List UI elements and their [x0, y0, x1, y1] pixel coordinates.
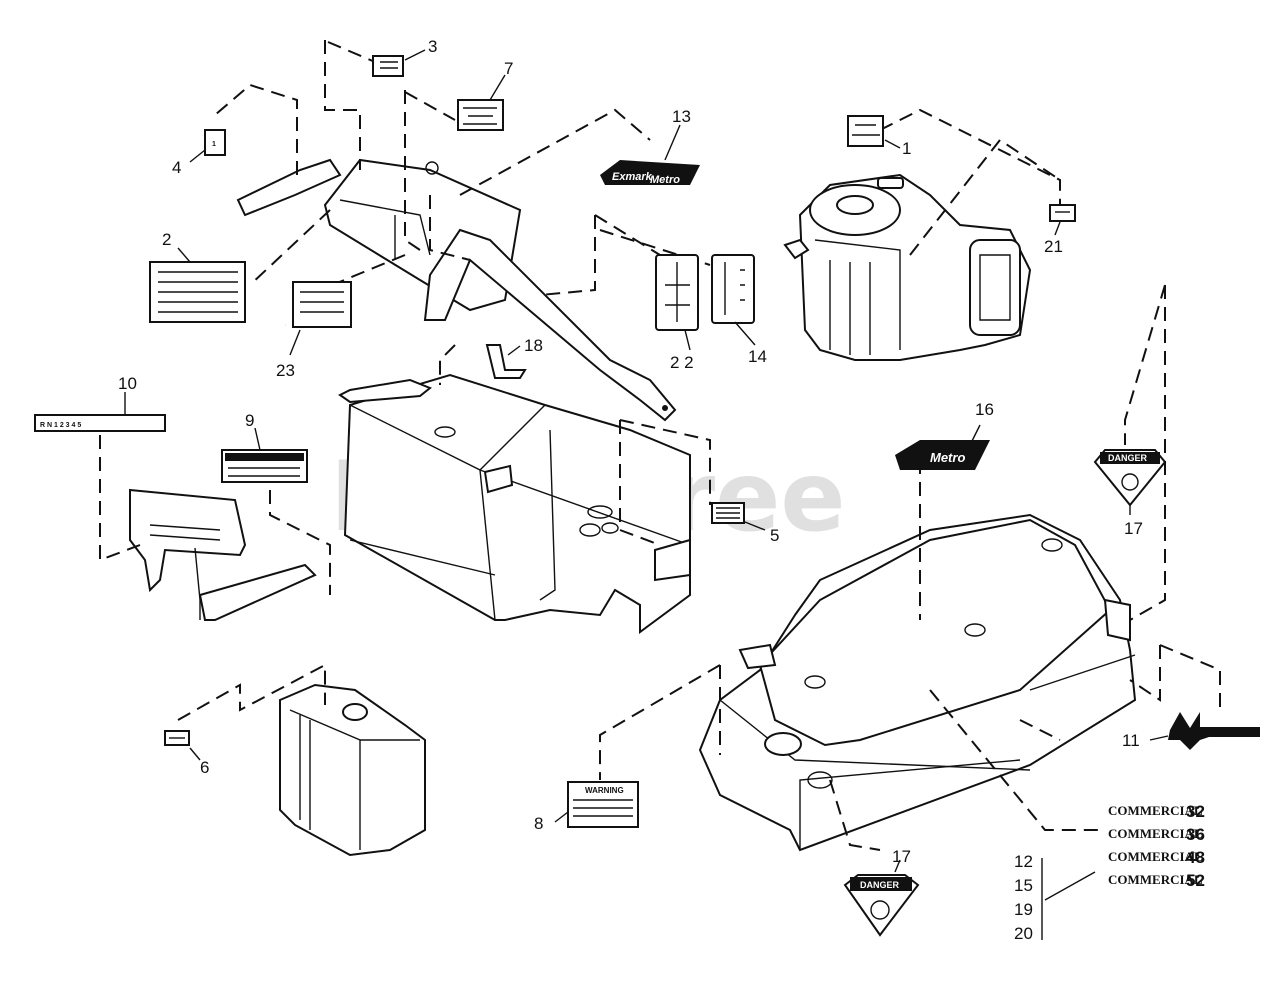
svg-text:1: 1 — [212, 141, 216, 148]
svg-text:COMMERCIAL: COMMERCIAL — [1108, 803, 1203, 818]
decal-17-danger-bottom: DANGER — [843, 874, 920, 937]
callout-1: 1 — [902, 139, 911, 158]
callout-9: 9 — [245, 411, 254, 430]
decal-14 — [711, 254, 755, 324]
callout-21: 21 — [1044, 237, 1063, 256]
handle-assembly — [236, 158, 677, 422]
svg-text:52: 52 — [1186, 871, 1205, 890]
callout-12: 12 — [1014, 852, 1033, 871]
decal-17-danger-top: DANGER — [1093, 449, 1167, 507]
svg-text:COMMERCIAL: COMMERCIAL — [1108, 872, 1203, 887]
leader-lines — [99, 40, 1221, 851]
decal-7 — [457, 99, 504, 131]
callout-6: 6 — [200, 758, 209, 777]
svg-text:32: 32 — [1186, 802, 1205, 821]
svg-text:COMMERCIAL: COMMERCIAL — [1108, 826, 1203, 841]
svg-text:COMMERCIAL: COMMERCIAL — [1108, 849, 1203, 864]
svg-text:Metro: Metro — [930, 450, 965, 465]
svg-text:48: 48 — [1186, 848, 1205, 867]
callout-17-top: 17 — [1124, 519, 1143, 538]
svg-text:DANGER: DANGER — [860, 880, 900, 890]
decal-3 — [372, 55, 404, 77]
callout-20: 20 — [1014, 924, 1033, 943]
decal-13-metro-text: Metro — [650, 174, 680, 186]
callout-numbers: 3 7 4 13 1 21 2 23 2 2 14 18 10 9 5 16 1… — [118, 37, 1143, 943]
callout-22: 2 2 — [670, 353, 694, 372]
decal-11 — [1168, 712, 1260, 750]
engine — [783, 173, 1032, 361]
callout-7: 7 — [504, 59, 513, 78]
mower-deck — [698, 513, 1137, 852]
decal-10 — [34, 414, 166, 432]
callout-8: 8 — [534, 814, 543, 833]
decal-13-exmark: Exmark — [600, 160, 700, 185]
decal-4 — [204, 129, 226, 156]
callout-10: 10 — [118, 374, 137, 393]
decals: 1 Exmark R N 1 2 3 4 5 — [34, 55, 1260, 940]
callout-23: 23 — [276, 361, 295, 380]
decal-commercial-set: COMMERCIAL 32 COMMERCIAL 36 COMMERCIAL 4… — [1108, 802, 1205, 890]
fuel-tank — [279, 683, 426, 857]
callout-4: 4 — [172, 158, 181, 177]
callout-13: 13 — [672, 107, 691, 126]
callout-19: 19 — [1014, 900, 1033, 919]
callout-15: 15 — [1014, 876, 1033, 895]
callout-leaders — [124, 49, 1169, 873]
decal-1 — [847, 115, 884, 147]
svg-text:R N 1 2 3 4 5: R N 1 2 3 4 5 — [40, 422, 81, 429]
callout-11: 11 — [1122, 731, 1140, 750]
callout-3: 3 — [428, 37, 437, 56]
callout-17-bottom: 17 — [892, 847, 911, 866]
callout-5: 5 — [770, 526, 779, 545]
svg-text:WARNING: WARNING — [585, 786, 624, 795]
callout-18: 18 — [524, 336, 543, 355]
decal-23 — [292, 281, 352, 328]
callout-2: 2 — [162, 230, 171, 249]
callout-16: 16 — [975, 400, 994, 419]
shift-bracket — [129, 488, 317, 621]
decal-16-metro: Metro — [895, 440, 990, 470]
svg-text:DANGER: DANGER — [1108, 453, 1148, 463]
svg-text:Exmark: Exmark — [612, 171, 653, 183]
callout-14: 14 — [748, 347, 767, 366]
decal-21 — [1049, 204, 1076, 222]
decal-18 — [485, 344, 527, 379]
svg-text:36: 36 — [1186, 825, 1205, 844]
decal-8-warning: WARNING — [567, 781, 639, 828]
chassis-frame — [338, 373, 691, 634]
